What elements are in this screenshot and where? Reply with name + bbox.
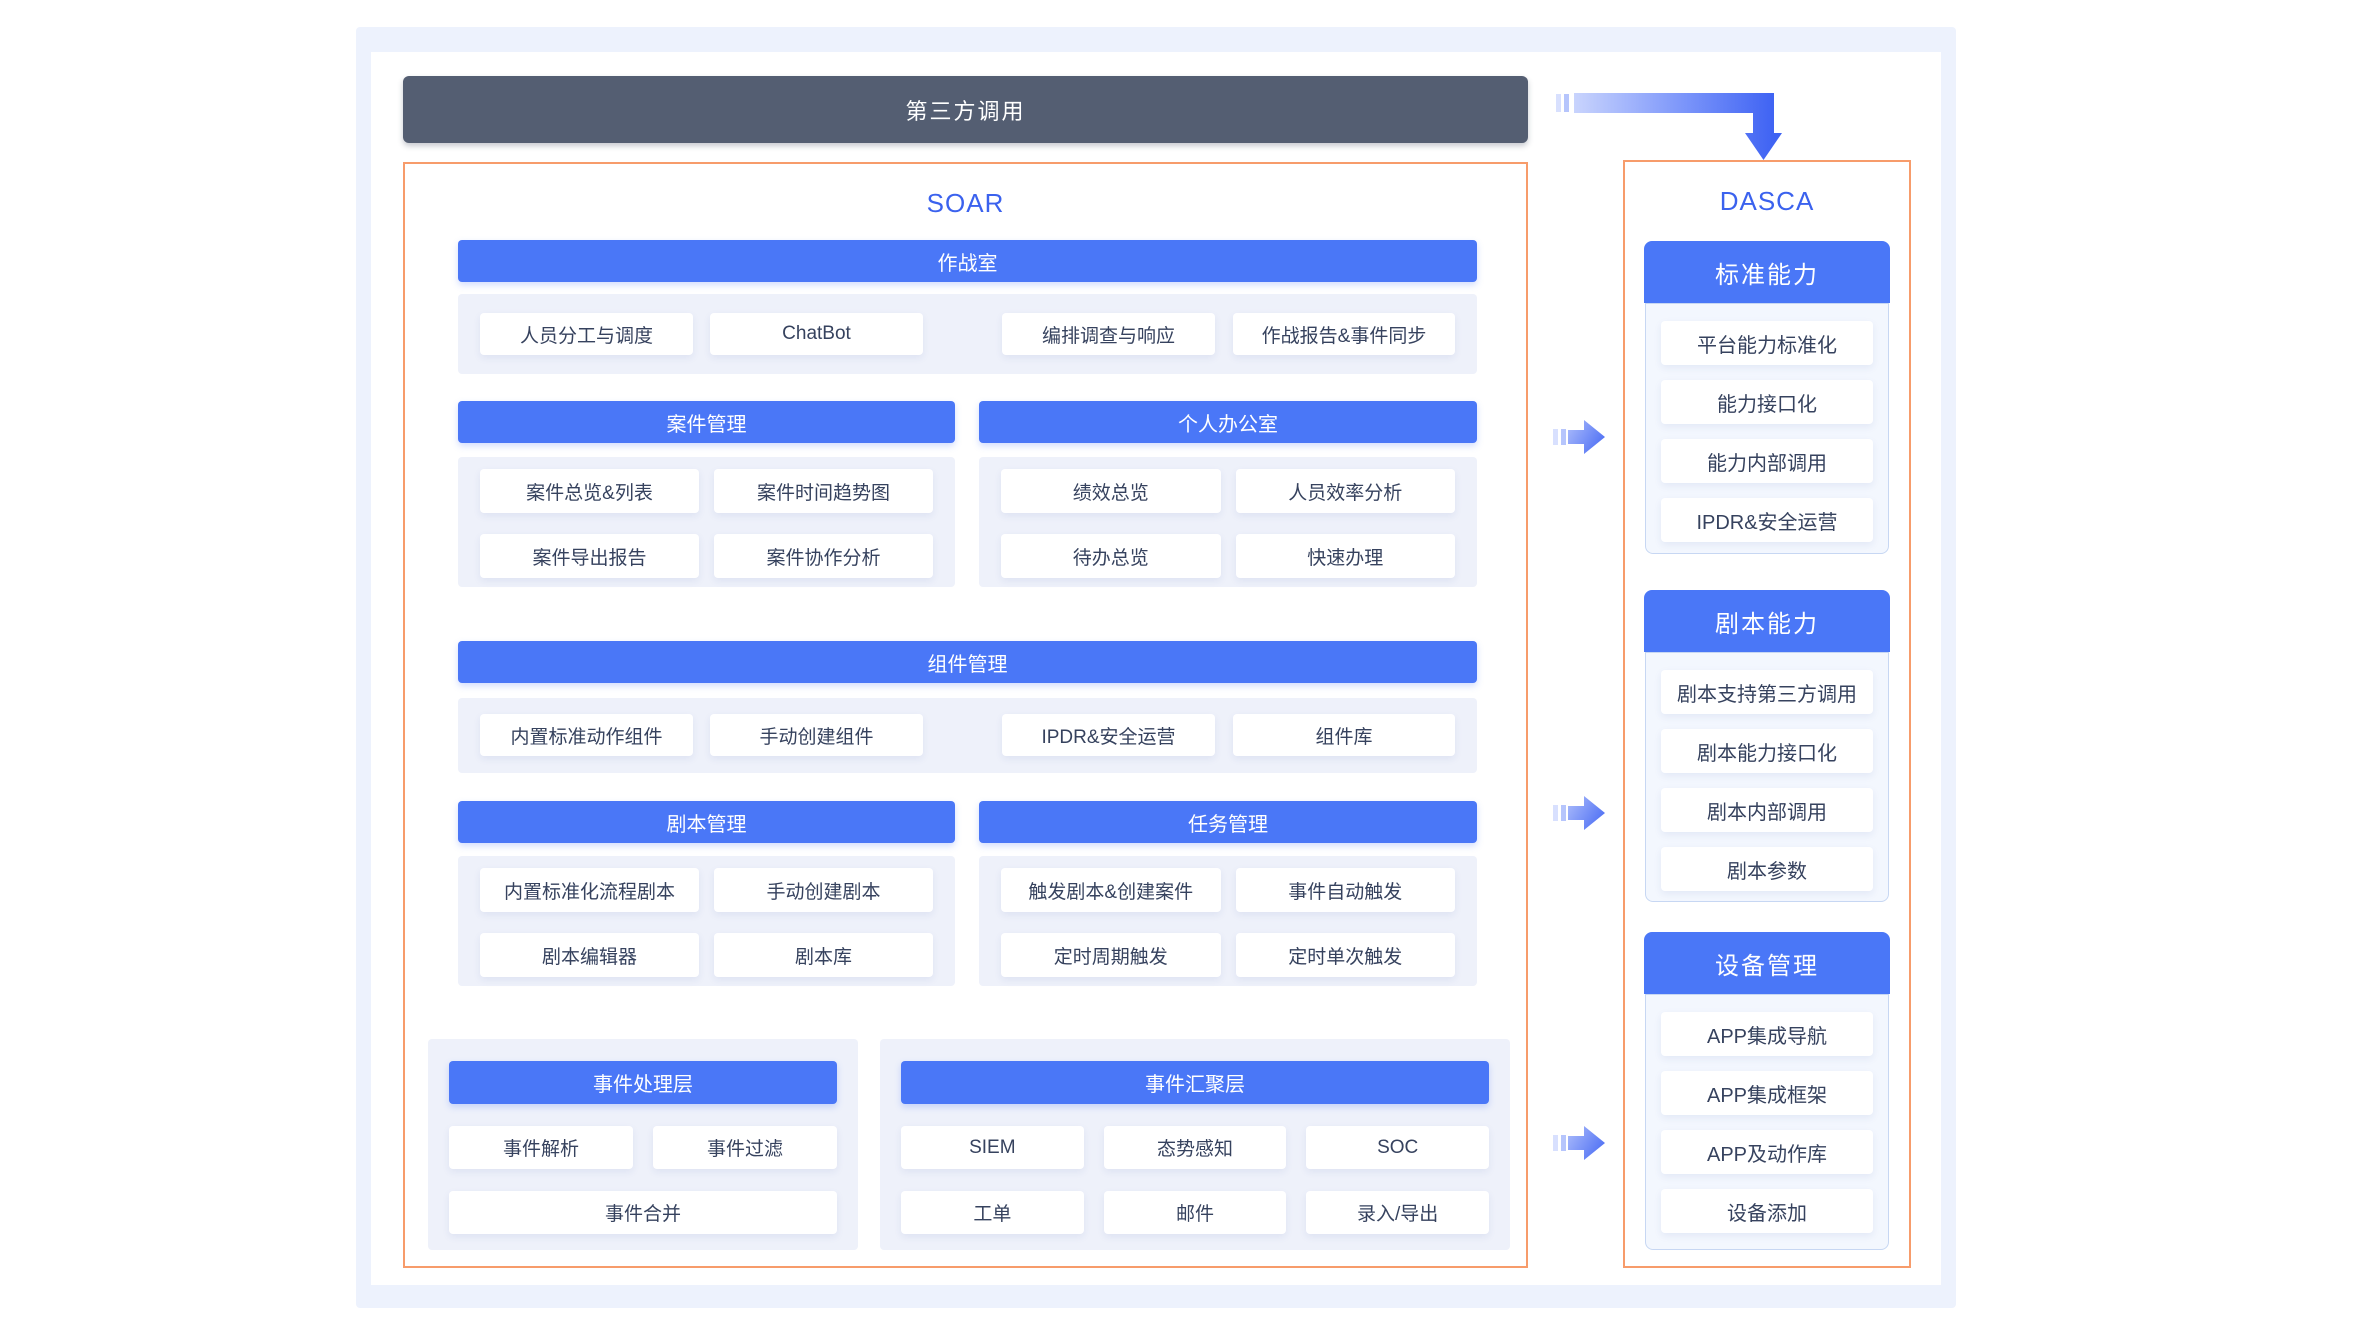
event-aggregation-layer: 事件汇聚层 SIEM 态势感知 SOC 工单 邮件 录入/导出 — [880, 1039, 1510, 1250]
flow-arrow-right-icon — [1553, 416, 1607, 458]
flow-arrow-top-elbow-icon — [1548, 85, 1788, 165]
diagram-node: 能力内部调用 — [1661, 439, 1873, 483]
section-header-label: 剧本管理 — [667, 808, 747, 837]
third-party-call-label: 第三方调用 — [905, 94, 1025, 126]
section-header-label: 任务管理 — [1188, 808, 1268, 837]
component-group-right: IPDR&安全运营 组件库 — [1002, 714, 1455, 773]
section-header-label: 案件管理 — [667, 408, 747, 437]
section-header-label: 剧本能力 — [1715, 604, 1819, 639]
diagram-node: 事件合并 — [449, 1191, 837, 1234]
diagram-node: IPDR&安全运营 — [1661, 498, 1873, 542]
diagram-node: 手动创建剧本 — [714, 868, 933, 912]
diagram-node: 定时周期触发 — [1001, 933, 1221, 977]
diagram-node: 案件协作分析 — [714, 534, 933, 578]
diagram-node: 定时单次触发 — [1236, 933, 1456, 977]
component-group-left: 内置标准动作组件 手动创建组件 — [480, 714, 923, 773]
diagram-node: 能力接口化 — [1661, 380, 1873, 424]
section-header-device-mgmt: 设备管理 — [1644, 932, 1890, 994]
diagram-node: 绩效总览 — [1001, 469, 1221, 513]
section-header-event-aggregation: 事件汇聚层 — [901, 1061, 1489, 1104]
war-room-group-left: 人员分工与调度 ChatBot — [480, 313, 923, 374]
diagram-node: 内置标准动作组件 — [480, 714, 693, 756]
section-header-personal-office: 个人办公室 — [979, 401, 1477, 443]
diagram-node: 编排调查与响应 — [1002, 313, 1215, 355]
section-header-task-mgmt: 任务管理 — [979, 801, 1477, 843]
diagram-node: 剧本支持第三方调用 — [1661, 670, 1873, 714]
task-mgmt-items: 触发剧本&创建案件 事件自动触发 定时周期触发 定时单次触发 — [979, 856, 1477, 986]
section-header-standard-capability: 标准能力 — [1644, 241, 1890, 303]
section-header-case-mgmt: 案件管理 — [458, 401, 955, 443]
soar-title: SOAR — [405, 188, 1526, 219]
diagram-node: APP集成框架 — [1661, 1071, 1873, 1115]
diagram-node: 快速办理 — [1236, 534, 1456, 578]
diagram-node: 剧本编辑器 — [480, 933, 699, 977]
standard-capability-items: 平台能力标准化 能力接口化 能力内部调用 IPDR&安全运营 — [1645, 303, 1889, 554]
diagram-node: 平台能力标准化 — [1661, 321, 1873, 365]
diagram-node: 态势感知 — [1104, 1126, 1287, 1169]
section-header-label: 组件管理 — [928, 648, 1008, 677]
section-header-label: 事件处理层 — [593, 1068, 693, 1097]
playbook-mgmt-items: 内置标准化流程剧本 手动创建剧本 剧本编辑器 剧本库 — [458, 856, 955, 986]
diagram-node: 剧本库 — [714, 933, 933, 977]
diagram-node: ChatBot — [710, 313, 923, 355]
section-header-war-room: 作战室 — [458, 240, 1477, 282]
section-header-label: 设备管理 — [1715, 946, 1819, 981]
diagram-node: 触发剧本&创建案件 — [1001, 868, 1221, 912]
section-header-playbook-capability: 剧本能力 — [1644, 590, 1890, 652]
diagram-node: 剧本能力接口化 — [1661, 729, 1873, 773]
diagram-node: 组件库 — [1233, 714, 1455, 756]
diagram-node: SIEM — [901, 1126, 1084, 1169]
diagram-node: 邮件 — [1104, 1191, 1287, 1234]
diagram-node: 手动创建组件 — [710, 714, 923, 756]
section-header-label: 个人办公室 — [1178, 408, 1278, 437]
diagram-node: 录入/导出 — [1306, 1191, 1489, 1234]
section-header-label: 标准能力 — [1715, 255, 1819, 290]
dasca-title: DASCA — [1625, 186, 1909, 217]
diagram-node: 案件总览&列表 — [480, 469, 699, 513]
personal-office-items: 绩效总览 人员效率分析 待办总览 快速办理 — [979, 457, 1477, 587]
dasca-box: DASCA 标准能力 平台能力标准化 能力接口化 能力内部调用 IPDR&安全运… — [1623, 160, 1911, 1268]
section-header-component-mgmt: 组件管理 — [458, 641, 1477, 683]
case-mgmt-items: 案件总览&列表 案件时间趋势图 案件导出报告 案件协作分析 — [458, 457, 955, 587]
device-mgmt-items: APP集成导航 APP集成框架 APP及动作库 设备添加 — [1645, 994, 1889, 1250]
diagram-node: 案件导出报告 — [480, 534, 699, 578]
diagram-node: 事件过滤 — [653, 1126, 837, 1169]
diagram-node: 内置标准化流程剧本 — [480, 868, 699, 912]
diagram-node: IPDR&安全运营 — [1002, 714, 1215, 756]
diagram-node: 待办总览 — [1001, 534, 1221, 578]
diagram-node: 工单 — [901, 1191, 1084, 1234]
diagram-node: 作战报告&事件同步 — [1233, 313, 1455, 355]
event-processing-layer: 事件处理层 事件解析 事件过滤 事件合并 — [428, 1039, 858, 1250]
diagram-node: 事件自动触发 — [1236, 868, 1456, 912]
war-room-group-right: 编排调查与响应 作战报告&事件同步 — [1002, 313, 1455, 374]
war-room-items: 人员分工与调度 ChatBot 编排调查与响应 作战报告&事件同步 — [458, 294, 1477, 374]
diagram-node: 案件时间趋势图 — [714, 469, 933, 513]
diagram-node: 事件解析 — [449, 1126, 633, 1169]
third-party-call-banner: 第三方调用 — [403, 76, 1528, 143]
section-header-playbook-mgmt: 剧本管理 — [458, 801, 955, 843]
section-header-event-processing: 事件处理层 — [449, 1061, 837, 1104]
section-header-label: 作战室 — [938, 247, 998, 276]
flow-arrow-right-icon — [1553, 1122, 1607, 1164]
playbook-capability-items: 剧本支持第三方调用 剧本能力接口化 剧本内部调用 剧本参数 — [1645, 652, 1889, 902]
diagram-node: 剧本参数 — [1661, 847, 1873, 891]
section-header-label: 事件汇聚层 — [1145, 1068, 1245, 1097]
diagram-node: 人员效率分析 — [1236, 469, 1456, 513]
flow-arrow-right-icon — [1553, 792, 1607, 834]
component-mgmt-items: 内置标准动作组件 手动创建组件 IPDR&安全运营 组件库 — [458, 698, 1477, 773]
diagram-node: 剧本内部调用 — [1661, 788, 1873, 832]
diagram-node: APP集成导航 — [1661, 1012, 1873, 1056]
diagram-node: APP及动作库 — [1661, 1130, 1873, 1174]
event-aggregation-row2: 工单 邮件 录入/导出 — [901, 1191, 1489, 1234]
diagram-node: 设备添加 — [1661, 1189, 1873, 1233]
soar-box: SOAR 作战室 人员分工与调度 ChatBot 编排调查与响应 作战报告&事件… — [403, 162, 1528, 1268]
event-processing-row1: 事件解析 事件过滤 — [449, 1126, 837, 1169]
event-aggregation-row1: SIEM 态势感知 SOC — [901, 1126, 1489, 1169]
diagram-node: 人员分工与调度 — [480, 313, 693, 355]
diagram-node: SOC — [1306, 1126, 1489, 1169]
